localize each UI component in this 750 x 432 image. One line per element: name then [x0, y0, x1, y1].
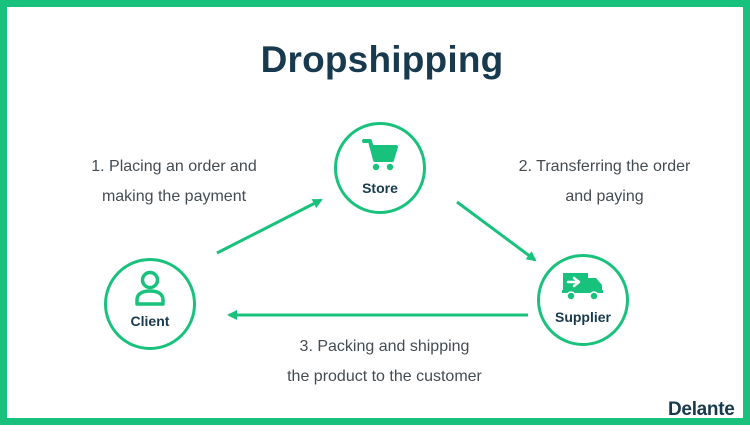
step-3-text: 3. Packing and shipping the product to t…	[252, 332, 517, 392]
brand-logo: Delante	[668, 399, 735, 420]
step-1-line-1: 1. Placing an order and	[91, 158, 257, 175]
client-node: Client	[104, 258, 196, 350]
arrow-client-to-store	[216, 198, 323, 255]
delivery-truck-icon	[562, 271, 604, 306]
supplier-label: Supplier	[554, 309, 611, 325]
step-3-line-2: the product to the customer	[287, 368, 482, 385]
step-2-line-2: and paying	[565, 188, 644, 205]
person-icon	[134, 270, 166, 311]
flow-arrows	[216, 198, 537, 320]
step-3-line-1: 3. Packing and shipping	[299, 338, 470, 355]
step-2-text: 2. Transferring the order and paying	[497, 152, 712, 212]
store-node: Store	[334, 122, 426, 214]
shopping-cart-icon	[362, 138, 398, 177]
client-label: Client	[130, 313, 170, 329]
step-1-text: 1. Placing an order and making the payme…	[69, 152, 279, 212]
store-label: Store	[362, 180, 398, 196]
diagram-title: Dropshipping	[260, 39, 504, 80]
arrow-store-to-supplier	[456, 200, 537, 262]
supplier-node: Supplier	[537, 254, 629, 346]
step-1-line-2: making the payment	[101, 188, 247, 205]
step-2-line-1: 2. Transferring the order	[518, 158, 691, 175]
